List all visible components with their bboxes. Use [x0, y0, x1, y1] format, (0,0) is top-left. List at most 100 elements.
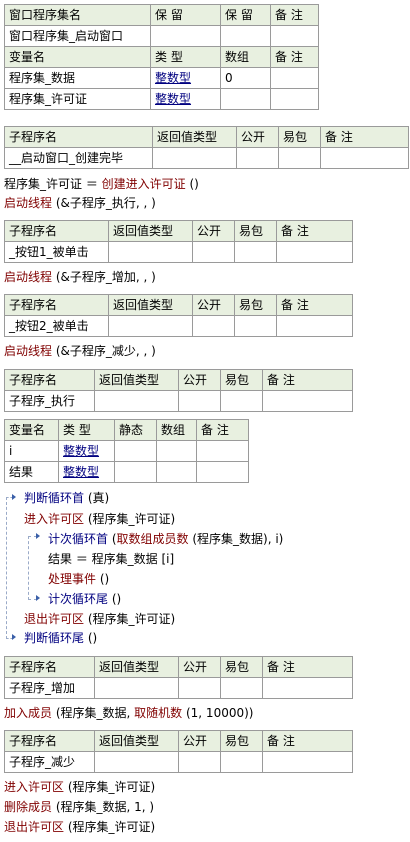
table-cell[interactable]	[150, 25, 221, 47]
variable-name-cell[interactable]: i	[4, 440, 59, 462]
table-cell[interactable]	[320, 147, 409, 169]
loop-start-arrow-icon	[12, 494, 16, 500]
variable-array-cell[interactable]	[156, 461, 197, 483]
table-cell[interactable]	[276, 241, 353, 263]
code-args: (真)	[84, 491, 110, 505]
variable-array-cell[interactable]	[220, 88, 271, 110]
col-header: 返回值类型	[108, 294, 193, 316]
variable-type-cell[interactable]: 整数型	[58, 440, 115, 462]
table-row[interactable]: 结果 整数型	[4, 461, 249, 483]
col-header: 备 注	[320, 126, 409, 148]
variable-static-cell[interactable]	[114, 461, 157, 483]
table-cell[interactable]	[220, 25, 271, 47]
code-text: 程序集_许可证 ＝	[4, 177, 102, 191]
code-args: (1, 10000))	[182, 706, 254, 720]
command-name: 处理事件	[48, 572, 97, 586]
table-cell[interactable]	[262, 677, 353, 699]
command-name: 判断循环首	[24, 491, 85, 505]
code-line[interactable]: 进入许可区 (程序集_许可证)	[4, 778, 155, 796]
table-cell[interactable]	[236, 147, 279, 169]
table-cell[interactable]	[220, 751, 263, 773]
code-line[interactable]: 计次循环首 (取数组成员数 (程序集_数据), i)	[48, 530, 283, 548]
variable-note-cell[interactable]	[270, 88, 319, 110]
table-cell[interactable]	[220, 390, 263, 412]
loop-end-arrow-icon	[36, 595, 40, 601]
variable-note-cell[interactable]	[270, 67, 319, 89]
sub-name-cell[interactable]: __启动窗口_创建完毕	[4, 147, 153, 169]
sub-name-cell[interactable]: _按钮1_被单击	[4, 241, 109, 263]
code-line[interactable]: 处理事件 ()	[48, 570, 109, 588]
sub-name-cell[interactable]: 子程序_执行	[4, 390, 95, 412]
table-cell[interactable]	[94, 390, 179, 412]
variable-type-cell[interactable]: 整数型	[150, 88, 221, 110]
table-row[interactable]: 程序集_数据 整数型 0	[4, 67, 319, 89]
command-name: 创建进入许可证	[101, 177, 186, 191]
code-line[interactable]: 退出许可区 (程序集_许可证)	[4, 818, 155, 836]
col-header: 返回值类型	[94, 656, 179, 678]
col-header: 变量名	[4, 419, 59, 441]
col-header: 保 留	[150, 4, 221, 26]
variable-array-cell[interactable]: 0	[220, 67, 271, 89]
code-line[interactable]: 启动线程 (&子程序_增加, , )	[4, 268, 156, 286]
sub-name-cell[interactable]: _按钮2_被单击	[4, 315, 109, 337]
variable-type-cell[interactable]: 整数型	[58, 461, 115, 483]
code-args: ()	[108, 592, 122, 606]
table-row[interactable]: i 整数型	[4, 440, 249, 462]
code-line[interactable]: 判断循环首 (真)	[24, 489, 109, 507]
table-cell[interactable]	[178, 677, 221, 699]
code-line[interactable]: 计次循环尾 ()	[48, 590, 121, 608]
variable-note-cell[interactable]	[196, 440, 249, 462]
table-cell[interactable]	[262, 751, 353, 773]
table-cell[interactable]	[108, 241, 193, 263]
variable-static-cell[interactable]	[114, 440, 157, 462]
table-cell[interactable]	[108, 315, 193, 337]
assembly-name-cell[interactable]: 窗口程序集_启动窗口	[4, 25, 151, 47]
col-header: 子程序名	[4, 294, 109, 316]
sub-name-cell[interactable]: 子程序_减少	[4, 751, 95, 773]
code-line[interactable]: 进入许可区 (程序集_许可证)	[24, 510, 175, 528]
loop-guide	[6, 497, 13, 639]
code-args: ()	[185, 177, 199, 191]
code-line[interactable]: 启动线程 (&子程序_执行, , )	[4, 194, 156, 212]
table-row[interactable]: 程序集_许可证 整数型	[4, 88, 319, 110]
col-header: 备 注	[196, 419, 249, 441]
table-cell[interactable]	[178, 751, 221, 773]
table-cell[interactable]	[278, 147, 321, 169]
loop-guide	[28, 536, 37, 600]
col-header: 保 留	[220, 4, 271, 26]
col-header: 公开	[178, 369, 221, 391]
code-line[interactable]: 删除成员 (程序集_数据, 1, )	[4, 798, 154, 816]
code-text: 结果 ＝ 程序集_数据 [i]	[48, 552, 175, 566]
variable-name-cell[interactable]: 程序集_许可证	[4, 88, 151, 110]
loop-end-arrow-icon	[12, 634, 16, 640]
variable-name-cell[interactable]: 程序集_数据	[4, 67, 151, 89]
table-cell[interactable]	[192, 241, 235, 263]
table-cell[interactable]	[178, 390, 221, 412]
code-line[interactable]: 加入成员 (程序集_数据, 取随机数 (1, 10000))	[4, 704, 253, 722]
table-cell[interactable]	[192, 315, 235, 337]
table-cell[interactable]	[220, 677, 263, 699]
table-cell[interactable]	[234, 241, 277, 263]
table-cell[interactable]	[152, 147, 237, 169]
code-line[interactable]: 启动线程 (&子程序_减少, , )	[4, 342, 156, 360]
col-header: 类 型	[58, 419, 115, 441]
table-cell[interactable]	[270, 25, 319, 47]
table-cell[interactable]	[94, 751, 179, 773]
table-cell[interactable]	[262, 390, 353, 412]
table-cell[interactable]	[276, 315, 353, 337]
code-line[interactable]: 判断循环尾 ()	[24, 629, 97, 647]
sub-name-cell[interactable]: 子程序_增加	[4, 677, 95, 699]
code-line[interactable]: 程序集_许可证 ＝ 创建进入许可证 ()	[4, 175, 199, 193]
variable-type-cell[interactable]: 整数型	[150, 67, 221, 89]
command-name: 退出许可区	[4, 820, 65, 834]
code-line[interactable]: 退出许可区 (程序集_许可证)	[24, 610, 175, 628]
variable-note-cell[interactable]	[196, 461, 249, 483]
table-cell[interactable]	[234, 315, 277, 337]
table-cell[interactable]	[94, 677, 179, 699]
code-line[interactable]: 结果 ＝ 程序集_数据 [i]	[48, 550, 174, 568]
command-name: 启动线程	[4, 344, 53, 358]
col-header: 易包	[278, 126, 321, 148]
variable-name-cell[interactable]: 结果	[4, 461, 59, 483]
variable-array-cell[interactable]	[156, 440, 197, 462]
col-header: 子程序名	[4, 730, 95, 752]
